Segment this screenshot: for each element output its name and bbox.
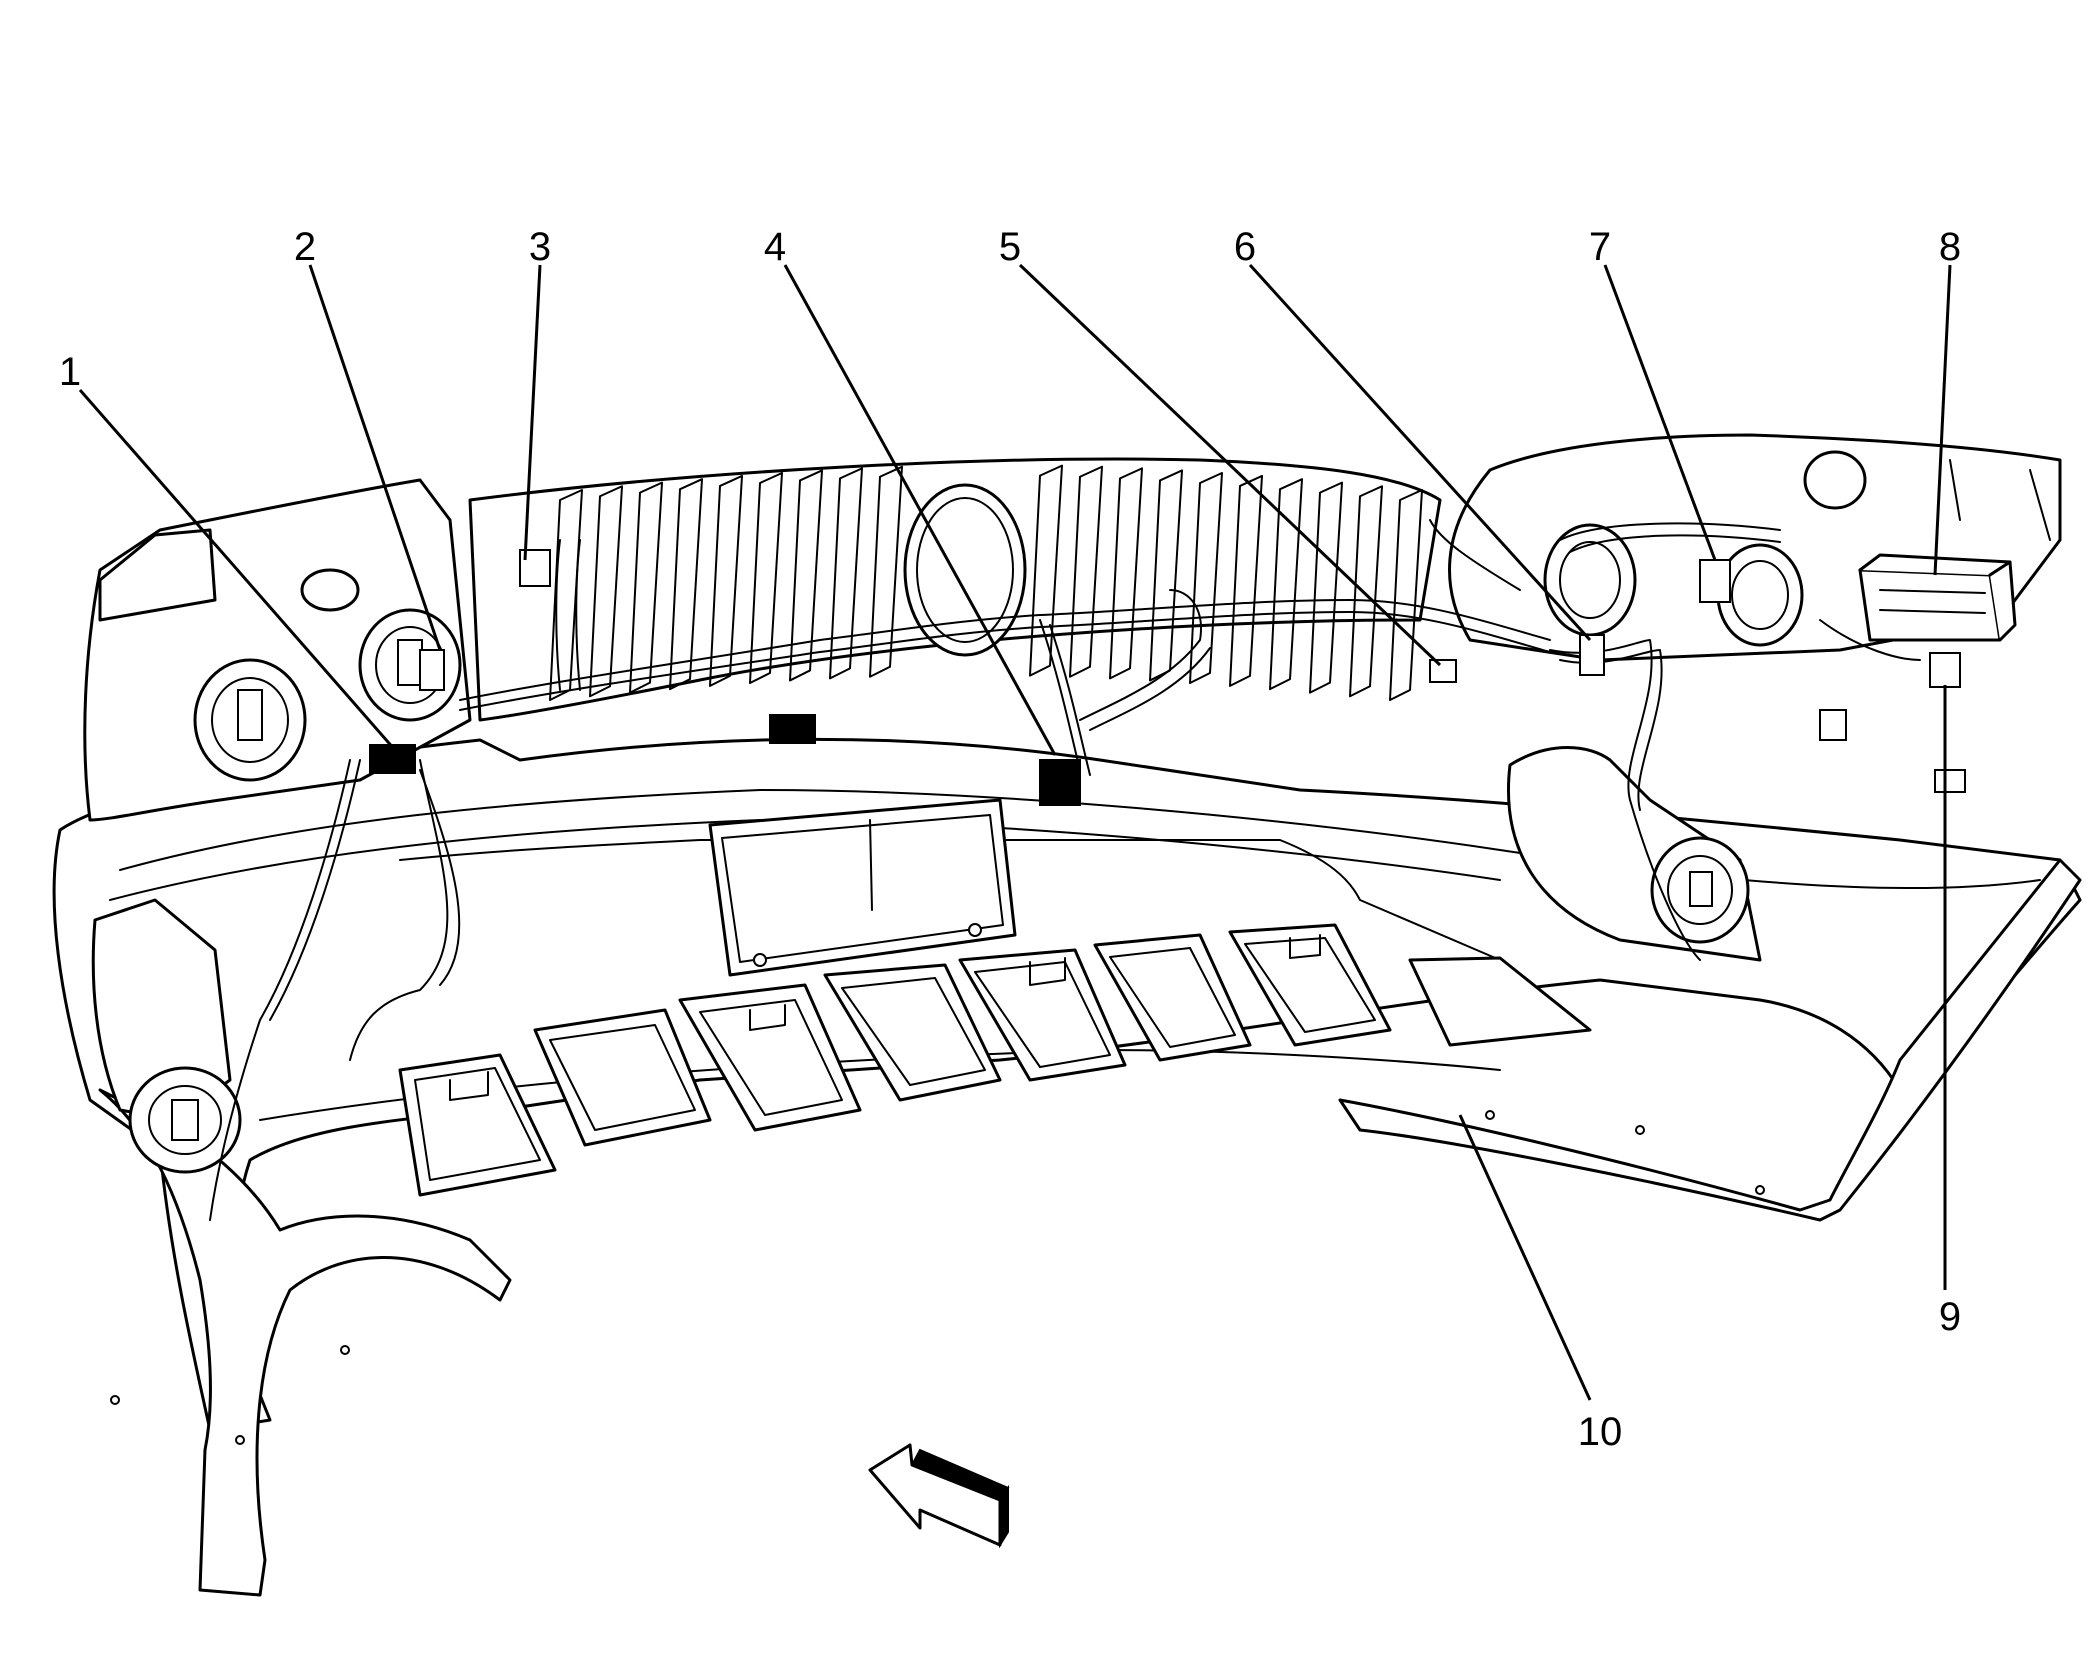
- grille-slat: [629, 481, 663, 694]
- module-8: [1858, 553, 2017, 642]
- grille-slat: [1349, 485, 1383, 698]
- grille-slat: [1229, 474, 1263, 687]
- vent-8: [1408, 956, 1592, 1047]
- leader-4: [783, 264, 1057, 756]
- grille-slat: [1389, 489, 1423, 701]
- bumper-fascia: [52, 737, 2082, 1597]
- grille-slat: [1069, 465, 1103, 678]
- callout-1: 1: [59, 350, 81, 394]
- connector-right-clip-2: [1934, 769, 1966, 793]
- callout-numbers: 1 2 3 4 5 6 7 8 9 10: [59, 225, 1961, 1454]
- leader-8: [1933, 264, 1952, 576]
- callout-6: 6: [1234, 225, 1256, 269]
- grille-slat: [1029, 464, 1063, 677]
- left-headlamp-assembly: [83, 478, 472, 822]
- connector-9: [1929, 652, 1961, 688]
- grille-slat: [749, 471, 783, 684]
- vent-5: [958, 948, 1127, 1082]
- connectors: [369, 549, 1966, 806]
- leader-2: [308, 264, 442, 651]
- leader-6: [1248, 263, 1592, 642]
- callout-10: 10: [1578, 1410, 1623, 1454]
- grille-slat: [869, 465, 903, 678]
- lower-air-vents: [398, 923, 1592, 1197]
- connector-5: [1429, 659, 1457, 683]
- connector-7: [1699, 559, 1731, 603]
- connector-2: [419, 649, 445, 691]
- connector-center-left: [769, 714, 816, 744]
- vent-4: [823, 963, 1002, 1102]
- callout-3: 3: [529, 225, 551, 269]
- grille-slat: [669, 478, 703, 691]
- view-direction-arrow-icon: [868, 1443, 1010, 1549]
- vent-6: [1093, 933, 1252, 1062]
- callout-8: 8: [1939, 225, 1961, 269]
- connector-right-clip: [1819, 709, 1847, 741]
- grille-slat: [789, 469, 823, 682]
- grille-slats: [549, 464, 1423, 701]
- leader-5: [1018, 263, 1442, 667]
- right-fog-lamp: [1507, 746, 1762, 962]
- grille-slat: [1309, 481, 1343, 694]
- grille-slat: [589, 485, 623, 698]
- vent-3: [678, 983, 862, 1132]
- leader-3: [523, 264, 542, 561]
- radiator-grille: [468, 457, 1442, 722]
- callout-2: 2: [294, 225, 316, 269]
- leader-10: [1458, 1114, 1592, 1401]
- leader-1: [78, 389, 397, 751]
- callout-4: 4: [764, 225, 786, 269]
- vent-1: [398, 1053, 557, 1197]
- license-plate-bracket: [708, 798, 1017, 977]
- vent-2: [533, 1008, 712, 1147]
- wiring-harness: [209, 519, 1921, 1221]
- grille-slat: [1269, 478, 1303, 691]
- callout-7: 7: [1589, 225, 1611, 269]
- connector-4: [1039, 759, 1081, 806]
- callout-9: 9: [1939, 1295, 1961, 1339]
- grille-slat: [829, 467, 863, 680]
- leader-7: [1603, 264, 1717, 561]
- left-fog-lamp: [91, 898, 242, 1174]
- grille-slat: [1189, 471, 1223, 684]
- callout-5: 5: [999, 225, 1021, 269]
- vent-7: [1228, 923, 1392, 1047]
- callout-leaders: [78, 263, 1952, 1401]
- grille-slat: [709, 474, 743, 687]
- connector-6: [1579, 634, 1605, 676]
